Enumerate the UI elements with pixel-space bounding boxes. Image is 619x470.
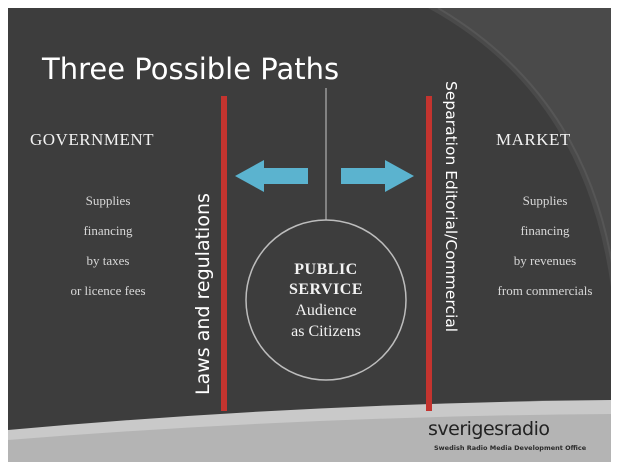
government-line: or licence fees <box>70 283 146 298</box>
government-heading: GOVERNMENT <box>30 130 154 149</box>
government-line: by taxes <box>86 253 130 268</box>
slide-title: Three Possible Paths <box>42 52 340 86</box>
center-line-2: SERVICE <box>288 281 364 298</box>
background-arc-line <box>437 8 611 462</box>
separation-label: Separation Editorial/Commercial <box>442 81 460 333</box>
market-line: from commercials <box>497 283 593 298</box>
left-red-bar <box>221 96 227 411</box>
bottom-swoosh-shade <box>8 414 611 462</box>
government-line: financing <box>83 223 133 238</box>
government-description: Supplies financing by taxes or licence f… <box>43 186 173 306</box>
public-service-circle <box>245 219 407 381</box>
slide: Three Possible Paths GOVERNMENT Supplies… <box>8 8 611 462</box>
center-line-1: PUBLIC <box>294 261 358 278</box>
logo-subtitle: Swedish Radio Media Development Office <box>434 444 587 452</box>
market-line: financing <box>520 223 570 238</box>
left-arrow-icon <box>235 160 308 192</box>
laws-regulations-label: Laws and regulations <box>192 193 214 395</box>
government-line: Supplies <box>85 193 131 208</box>
slide-background <box>8 8 611 462</box>
market-description: Supplies financing by revenues from comm… <box>480 186 610 306</box>
background-arc <box>428 8 611 462</box>
center-line-4: as Citizens <box>291 323 361 340</box>
market-line: by revenues <box>513 253 577 268</box>
public-service-text: PUBLIC SERVICE Audience as Citizens <box>246 260 406 342</box>
market-heading: MARKET <box>496 130 571 149</box>
right-arrow-icon <box>341 160 414 192</box>
center-line-3: Audience <box>295 302 357 319</box>
market-line: Supplies <box>522 193 568 208</box>
right-red-bar <box>426 96 432 411</box>
sveriges-radio-logo: sverigesradio <box>428 418 550 440</box>
